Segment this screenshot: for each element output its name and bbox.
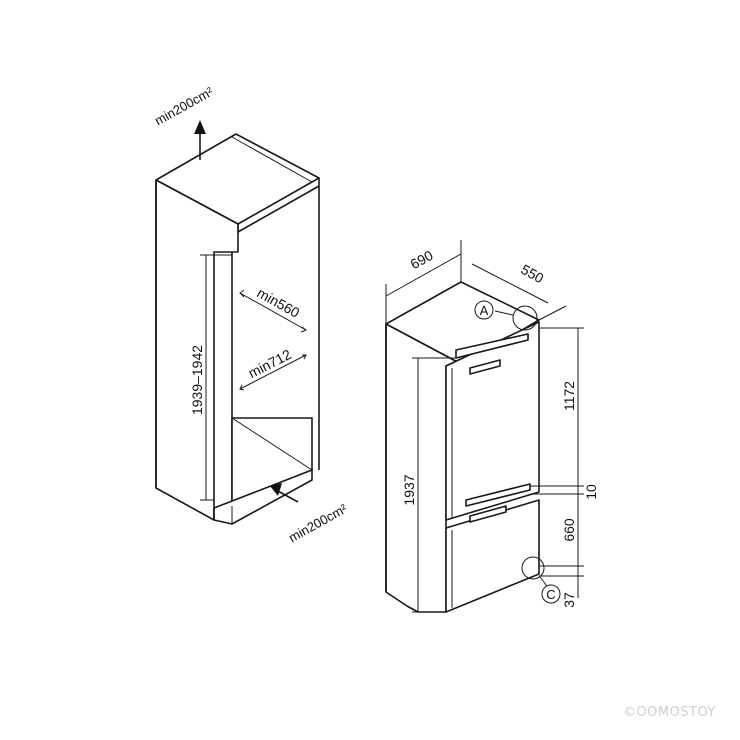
cabinet-top-inner-edge [231,136,313,183]
appliance-body [385,281,540,613]
callout-a-label: A [480,303,489,318]
appliance-width-label: 690 [407,247,435,272]
niche-cabinet [155,133,320,525]
callout-c: C [521,556,561,604]
top-hinge-rail [455,333,529,359]
bottom-vent-label: min200cm² [286,501,350,546]
appliance-depth-label: 550 [518,261,546,286]
section-dimension-chain: 1172 10 660 37 [530,327,599,608]
niche-width-label: min712 [246,346,294,381]
watermark: ©OOMOSTOY [623,705,716,720]
niche-front-edge [213,252,233,509]
niche-depth-dimension: min560 [239,284,308,333]
gap-label: 10 [583,484,599,500]
appliance-height-label: 1937 [401,474,417,505]
middle-door-bracket [469,505,507,523]
top-vent-label: min200cm² [152,84,216,129]
bottom-offset-label: 37 [561,592,577,608]
niche-height-dimension: 1939–1942 [189,254,232,501]
callout-c-circle-icon [521,556,545,580]
callout-a-circle-icon [512,305,538,331]
callout-c-label: C [546,587,555,602]
top-vent-arrow: min200cm² [152,84,216,160]
niche-height-label: 1939–1942 [189,345,205,415]
middle-hinge-rail [465,483,531,507]
lower-section-label: 660 [561,518,577,542]
callout-a: A [474,300,538,331]
appliance-height-dimension: 1937 [401,357,456,613]
niche-width-dimension: min712 [239,346,307,391]
arrow-up-icon [194,120,206,134]
niche-floor-diagonal [231,417,313,471]
niche-depth-label: min560 [254,284,302,320]
arrow-in-icon [270,483,282,496]
lower-door [445,499,540,613]
top-door-bracket [469,359,501,375]
upper-section-label: 1172 [561,381,577,411]
